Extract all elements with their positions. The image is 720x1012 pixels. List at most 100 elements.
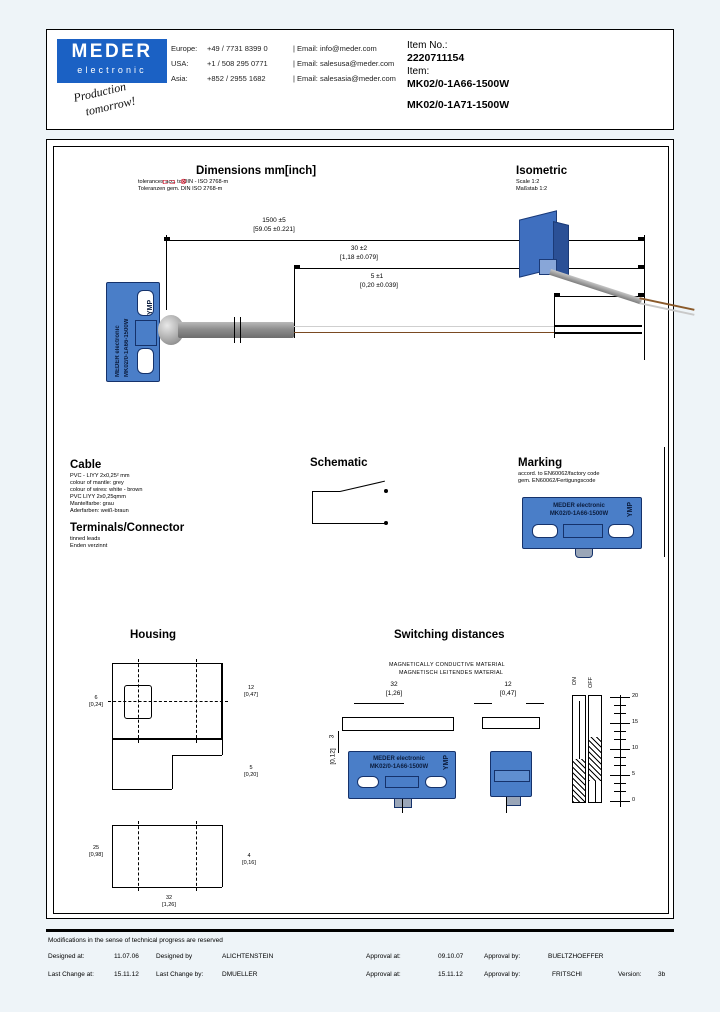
item-label: Item: [407,66,430,77]
dim-cable-length-in: [59.05 ±0.221] [253,226,295,233]
schematic-title: Schematic [310,457,368,469]
marking-contact-symbol [563,524,603,538]
switching-left-in: [1,26] [385,690,403,697]
cable-line-2: colour of mantle: grey [70,480,124,486]
approval-by-value-1: BUELTZHOEFFER [548,953,604,960]
switching-sensor-code: YMP [443,755,450,771]
version-label: Version: [618,971,642,978]
housing-dim-7: 6 [94,695,98,701]
contact-row: Europe: +49 / 7731 8399 0 | Email: info@… [171,41,401,56]
switching-scale-ruler: 20 15 10 5 0 [610,693,648,807]
contact-email: | Email: salesasia@meder.com [293,74,396,83]
dim-strip-in: [1,18 ±0.079] [340,254,378,261]
housing-side-right [172,755,173,789]
housing-dim-10: [0,98] [89,852,103,858]
switching-right-mm: 12 [504,681,512,688]
drawing-inner-frame: Dimensions mm[inch] tolerances acc. to D… [53,146,695,914]
last-change-at-label: Last Change at: [48,971,94,978]
switching-sensor-part: MK02/0-1A66-1500W [369,764,429,770]
designed-by-value: ALICHTENSTEIN [222,953,274,960]
ruler-major-tick [610,723,630,724]
sensor-body: MEDER electronic MK02/0-1A66-1500W YMP [106,282,160,382]
housing-dim-3: 12 [247,685,255,691]
housing-dim-2: [1,26] [162,902,176,908]
dim-cable-length-mm: 1500 ±5 [262,217,286,224]
switching-dim-line-right-a [474,703,492,704]
ruler-minor-tick [614,783,626,784]
schematic-left-vertical [312,491,313,523]
terminals-title: Terminals/Connector [70,522,185,534]
housing-bottom-top-edge [112,825,222,826]
switching-cable-exit [394,798,412,808]
dim-line-total [166,240,644,241]
switching-gap-line [338,731,339,753]
header-panel: MEDER electronic Production tomorrow! Eu… [46,29,674,130]
switching-title: Switching distances [394,629,505,641]
schematic-terminal-dot-top [384,489,388,493]
contact-email: | Email: info@meder.com [293,44,377,53]
magnet-off-label: OFF [588,677,594,688]
schematic-bottom-lead [312,523,386,524]
last-change-at-value: 15.11.12 [114,971,139,978]
dim-ext-line [554,296,555,338]
sensor-part-label: MK02/0-1A66-1500W [124,318,130,377]
wire-white [294,326,642,328]
last-change-by-label: Last Change by: [156,971,204,978]
approval-at-label-2: Approval at: [366,971,401,978]
switching-left-mm: 32 [390,681,398,688]
footer-note: Modifications in the sense of technical … [48,937,223,944]
contact-region: Europe: [171,44,198,53]
item-info: Item No.: 2220711154 Item: MK02/0-1A66-1… [407,38,662,111]
dim-tin-mm: 5 ±1 [370,273,384,280]
switching-contact-symbol [385,776,419,788]
approval-by-label-1: Approval by: [484,953,521,960]
dim-arrow [638,237,644,241]
switching-material-de: MAGNETISCH LEITENDES MATERIAL [399,670,504,676]
housing-drawing: 32 [1,26] 12 [0,47] 5 [0,20] 6 [0,24] 25… [84,655,274,908]
marking-title: Marking [518,457,563,469]
ruler-minor-tick [614,765,626,766]
housing-shelf [172,755,222,756]
isometric-scale-de: Maßstab 1:2 [516,186,548,192]
isometric-cable [549,269,643,305]
housing-bottom-left [112,825,113,887]
footer-row-2: Last Change at: 15.11.12 Last Change by:… [46,971,674,984]
designed-by-label: Designed by [156,953,193,960]
item-value-secondary: MK02/0-1A71-1500W [407,99,510,111]
logo-brand-text: MEDER [71,41,153,62]
magnet-channel-on [572,695,586,803]
marking-label-code: YMP [627,502,634,518]
housing-side-bottom [112,789,172,790]
switching-cable-stub [402,799,403,813]
ruler-label-4: 0 [632,797,636,803]
designed-at-label: Designed at: [48,953,85,960]
dim-strip-mm: 30 ±2 [350,245,368,252]
housing-dim-5: 5 [249,765,253,771]
ruler-label-1: 15 [632,719,639,725]
schematic-diagram [312,480,432,531]
marking-sensor-body: MEDER electronic MK02/0-1A66-1500W YMP [522,497,642,558]
contact-phone: +49 / 7731 8399 0 [207,44,268,53]
schematic-terminal-dot-bottom [384,521,388,525]
housing-dim-8: [0,24] [89,702,103,708]
dim-arrow [638,265,644,269]
terminals-line-1: tinned leads [70,536,101,542]
ruler-major-tick [610,749,630,750]
marking-label-brand: MEDER electronic [553,503,605,509]
housing-bottom-right [222,825,223,887]
switching-sensor-body: MEDER electronic MK02/0-1A66-1500W YMP [348,751,456,808]
housing-title: Housing [130,629,176,641]
dim-arrow [164,237,170,241]
dim-ext-line [294,268,295,338]
switching-right-in: [0,47] [499,690,517,697]
isometric-title: Isometric [516,165,568,177]
version-value: 3b [658,971,666,978]
approval-at-value-2: 15.11.12 [438,971,463,978]
magnet-arrow-on [579,701,580,759]
designed-at-value: 11.07.06 [114,953,139,960]
housing-dim-9: 25 [92,845,100,851]
contact-region: Asia: [171,74,188,83]
wire-tinned-end-top [554,325,642,327]
schematic-left-lead [312,491,340,492]
dim-line-tin [554,296,644,297]
